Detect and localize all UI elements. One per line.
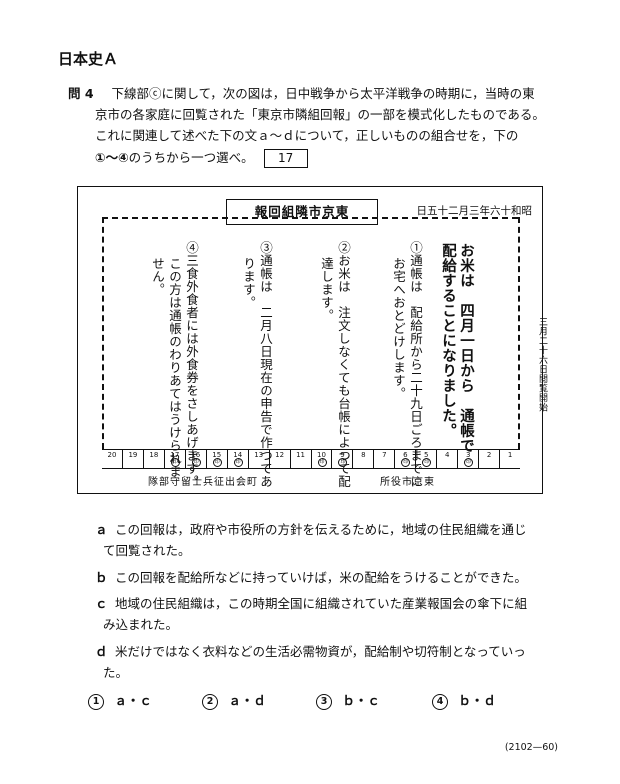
choice-range: ①～④ <box>95 150 129 165</box>
strip-cell: 1 <box>507 451 513 459</box>
figure-title: 東京市隣組回報 <box>226 199 378 225</box>
bottom-label-left: 町会出征兵士留守部隊 <box>148 477 258 488</box>
item-2-line-2: 達します。 <box>319 257 334 322</box>
item-4-line-1: ④三食外食者には外食券をさしあげます。 <box>184 241 199 488</box>
seal-stamp: 印 <box>212 458 222 467</box>
strip-cell: 2 <box>479 450 501 468</box>
figure-date: 昭和十六年三月二十五日 <box>416 205 533 217</box>
page-code: (2102—60) <box>504 742 558 753</box>
strip-cell: 13 <box>249 450 270 468</box>
question-line-3: これに関連して述べた下の文ａ～ｄについて，正しいものの組合せを，下の <box>95 128 519 143</box>
side-note: 三月二十六日閲覧開始 <box>537 317 547 412</box>
question-line-2: 京市の各家庭に回覧された「東京市隣組回報」の一部を模式化したものである。 <box>95 107 545 122</box>
question-line-4: ①～④のうちから一つ選べ。 17 <box>95 148 308 168</box>
strip-cell: 18 <box>144 450 165 468</box>
strip-cell: 4 <box>437 450 459 468</box>
dashed-border-right <box>518 217 520 449</box>
choice-3: 3 ｂ・ｃ <box>316 690 380 710</box>
headline-2: 配給することになりました。 <box>440 243 457 438</box>
choice-4: 4 ｂ・ｄ <box>432 690 496 710</box>
strip-cell: 8 <box>353 450 375 468</box>
item-3-line-1: ③通帳は 二月八日現在の申告で作つてあ <box>258 241 273 488</box>
item-4-line-2: この方は通帳のわりあてはうけられま <box>167 257 182 478</box>
item-1-line-2: お宅へおとどけします。 <box>391 257 406 400</box>
strip-cell: 12 <box>270 450 291 468</box>
statement-a-cont: て回覧された。 <box>103 543 191 558</box>
figure-kairan: 東京市隣組回報 昭和十六年三月二十五日 三月二十六日閲覧開始 お米は 四月一日か… <box>77 186 547 494</box>
headline-1: お米は 四月一日から 通帳で <box>458 243 475 453</box>
item-1-line-1: ①通帳は 配給所から二十九日ごろまでに <box>408 241 423 488</box>
answer-number-box: 17 <box>263 149 308 168</box>
item-3-line-2: ります。 <box>241 257 256 309</box>
seal-stamp: 印 <box>464 458 474 467</box>
dashed-border-left <box>102 217 104 449</box>
seal-stamp: 印 <box>401 458 411 467</box>
strip-cell: 19 <box>123 450 144 468</box>
strip-cell: 7 <box>374 450 396 468</box>
strip-cell: 11 <box>291 450 312 468</box>
seal-stamp: 印 <box>317 458 327 467</box>
seal-stamp: 印 <box>422 458 432 467</box>
bottom-label-right: 東京市役所 <box>380 477 435 488</box>
statement-d-cont: た。 <box>103 665 129 680</box>
seal-stamp: 印 <box>170 458 180 467</box>
seal-stamp: 印 <box>338 458 348 467</box>
seal-stamp: 印 <box>233 458 243 467</box>
dashed-border-top <box>102 217 518 219</box>
item-4-line-3: せん。 <box>150 257 165 296</box>
seal-stamp: 印 <box>191 458 201 467</box>
question-line-1: 問 4 下線部ⓒに関して，次の図は，日中戦争から太平洋戦争の時期に，当時の東 <box>68 86 535 101</box>
strip-cell: 20 <box>102 450 123 468</box>
choice-2: 2 ａ・ｄ <box>202 690 266 710</box>
choice-1: 1 ａ・ｃ <box>88 690 152 710</box>
statement-c-cont: み込まれた。 <box>103 617 179 632</box>
question-label: 問 4 <box>68 86 94 101</box>
item-2-line-1: ②お米は 注文しなくても台帳によつて配 <box>336 241 351 488</box>
subject-title: 日本史Ａ <box>58 50 119 68</box>
